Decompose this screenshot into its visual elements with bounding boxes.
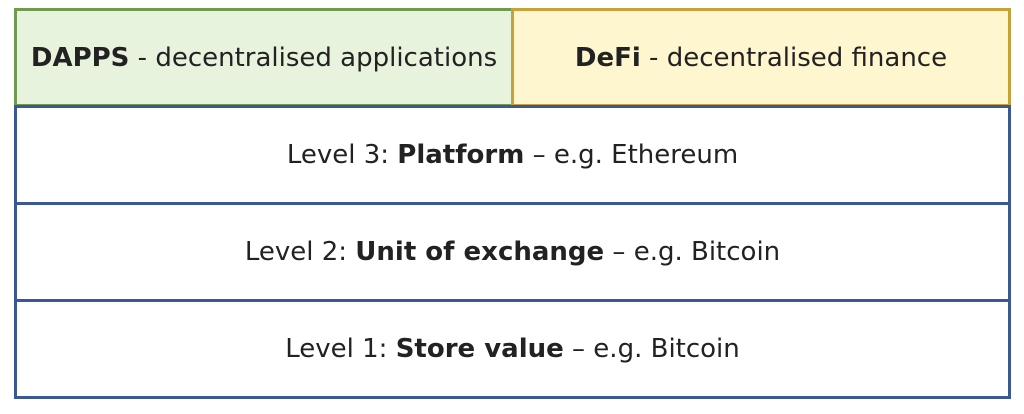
level-2-box: Level 2: Unit of exchange – e.g. Bitcoin xyxy=(14,202,1011,302)
level-1-box: Level 1: Store value – e.g. Bitcoin xyxy=(14,299,1011,399)
defi-title: DeFi xyxy=(574,42,641,73)
dapps-description: - decentralised applications xyxy=(129,42,498,73)
defi-box: DeFi - decentralised finance xyxy=(511,8,1011,107)
applications-row: DAPPS - decentralised applications DeFi … xyxy=(14,8,1011,107)
level-3-box: Level 3: Platform – e.g. Ethereum xyxy=(14,105,1011,205)
level-3-prefix: Level 3: xyxy=(286,140,398,170)
level-1-title: Store value xyxy=(395,334,564,364)
dapps-title: DAPPS xyxy=(30,42,130,73)
dapps-box: DAPPS - decentralised applications xyxy=(14,8,514,107)
level-2-example: – e.g. Bitcoin xyxy=(604,237,781,267)
defi-description: - decentralised finance xyxy=(640,42,948,73)
level-2-title: Unit of exchange xyxy=(355,237,605,267)
level-1-example: – e.g. Bitcoin xyxy=(563,334,740,364)
level-3-example: – e.g. Ethereum xyxy=(524,140,739,170)
level-3-title: Platform xyxy=(397,140,525,170)
level-2-prefix: Level 2: xyxy=(244,237,356,267)
blockchain-levels-diagram: DAPPS - decentralised applications DeFi … xyxy=(14,8,1011,400)
level-1-prefix: Level 1: xyxy=(285,334,396,364)
